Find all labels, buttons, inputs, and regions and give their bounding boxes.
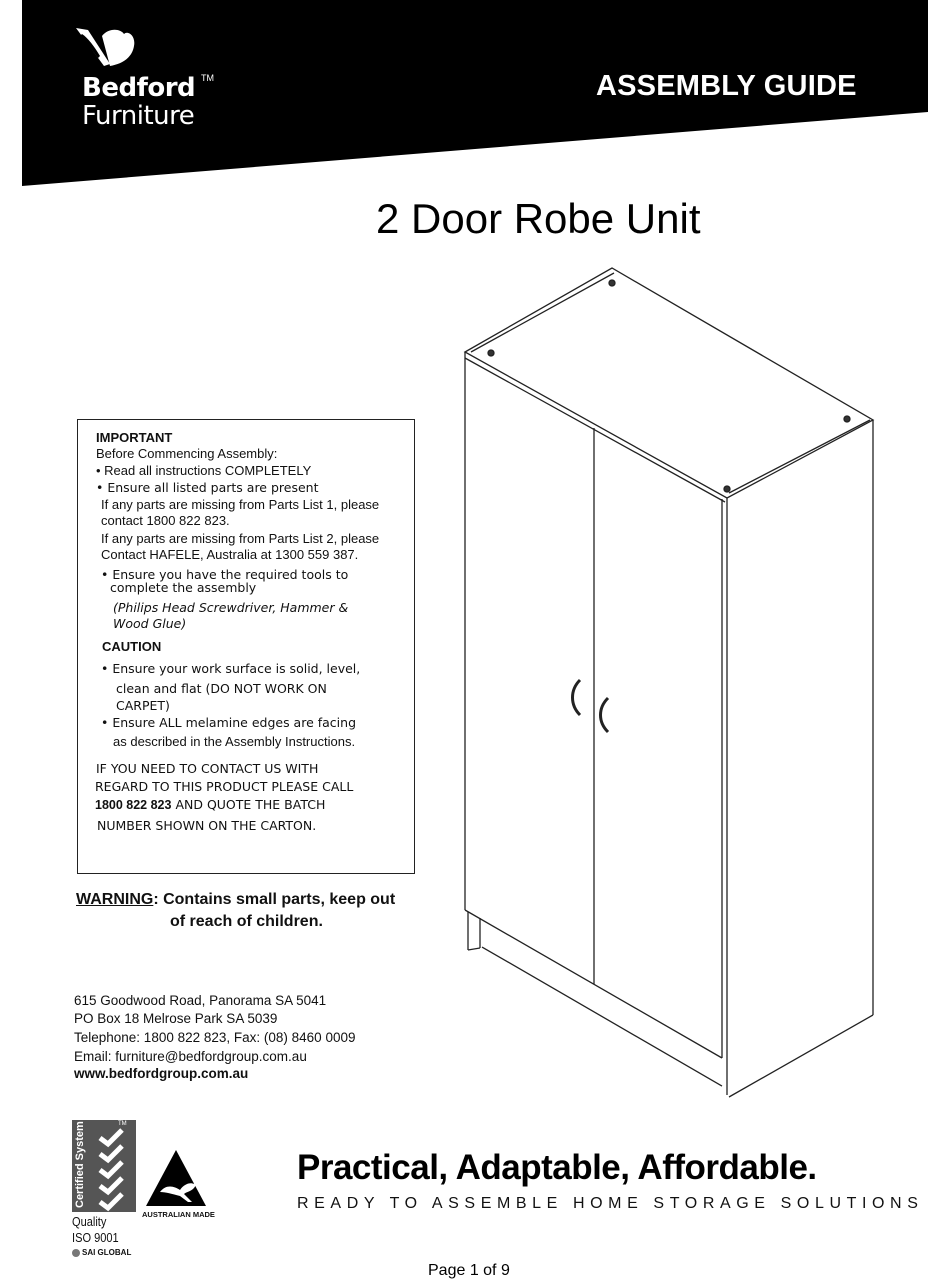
bullet-parts-present: • Ensure all listed parts are present xyxy=(96,480,319,495)
certified-system-text: Certified System xyxy=(74,1121,86,1208)
sai-global-text: SAI GLOBAL xyxy=(82,1248,132,1257)
trademark-symbol: TM xyxy=(201,73,214,83)
important-heading: IMPORTANT xyxy=(96,430,173,445)
warning-text-line1: : Contains small parts, keep out xyxy=(153,891,396,908)
contact-line3-rest: AND QUOTE THE BATCH xyxy=(171,797,326,812)
address-email[interactable]: Email: furniture@bedfordgroup.com.au xyxy=(74,1049,307,1064)
sub-tagline: READY TO ASSEMBLE HOME STORAGE SOLUTIONS xyxy=(297,1195,924,1212)
parts-list1-line1: If any parts are missing from Parts List… xyxy=(101,497,380,512)
caution-2-line2: as described in the Assembly Instruction… xyxy=(113,734,356,749)
contact-line3: 1800 822 823 AND QUOTE THE BATCH xyxy=(95,797,325,813)
parts-list2-line2: Contact HAFELE, Australia at 1300 559 38… xyxy=(101,547,359,562)
address-po-box: PO Box 18 Melrose Park SA 5039 xyxy=(74,1011,278,1026)
page-number: Page 1 of 9 xyxy=(428,1262,510,1279)
checkmarks-icon xyxy=(98,1128,124,1212)
contact-line2: REGARD TO THIS PRODUCT PLEASE CALL xyxy=(95,779,354,794)
parts-list1-line2: contact 1800 822 823. xyxy=(101,513,230,528)
certified-system-logo: Certified System TM xyxy=(72,1120,136,1212)
important-intro: Before Commencing Assembly: xyxy=(96,446,278,461)
quality-label: Quality xyxy=(72,1214,107,1229)
iso-label: ISO 9001 xyxy=(72,1230,119,1245)
globe-icon xyxy=(72,1248,80,1257)
caution-1-line1: • Ensure your work surface is solid, lev… xyxy=(101,661,361,676)
warning-text-line2: of reach of children. xyxy=(170,913,323,930)
tools-line2: complete the assembly xyxy=(110,580,257,595)
tools-line1: • Ensure you have the required tools to xyxy=(101,567,349,582)
brand-name-furniture: Furniture xyxy=(82,101,195,131)
address-street: 615 Goodwood Road, Panorama SA 5041 xyxy=(74,993,327,1008)
contact-phone: 1800 822 823 xyxy=(95,798,172,812)
warning-notice: WARNING: Contains small parts, keep out … xyxy=(76,889,395,933)
contact-line1: IF YOU NEED TO CONTACT US WITH xyxy=(96,761,319,776)
caution-1-line3: CARPET) xyxy=(116,698,170,713)
caution-heading: CAUTION xyxy=(102,639,162,654)
warning-label: WARNING xyxy=(76,891,154,908)
australian-made-logo: AUSTRALIAN MADE xyxy=(142,1148,222,1220)
brand-name-bedford: Bedford xyxy=(82,73,196,103)
kangaroo-triangle-icon xyxy=(146,1150,206,1206)
caution-1-line2: clean and flat (DO NOT WORK ON xyxy=(116,681,327,696)
header-band xyxy=(22,0,928,186)
contact-line4: NUMBER SHOWN ON THE CARTON. xyxy=(97,818,317,833)
cert-tm: TM xyxy=(118,1121,127,1127)
product-title: 2 Door Robe Unit xyxy=(376,195,701,242)
assembly-guide-heading: ASSEMBLY GUIDE xyxy=(596,70,857,102)
tagline: Practical, Adaptable, Affordable. xyxy=(297,1148,817,1187)
parts-list2-line1: If any parts are missing from Parts List… xyxy=(101,531,380,546)
sai-global-logo: SAI GLOBAL xyxy=(72,1248,131,1257)
tools-list-line2: Wood Glue) xyxy=(113,616,187,631)
bedford-butterfly-logo-icon xyxy=(76,28,135,66)
website-link[interactable]: www.bedfordgroup.com.au xyxy=(74,1066,249,1081)
bullet-read-instructions: • Read all instructions COMPLETELY xyxy=(96,463,312,478)
warning-line1: WARNING: Contains small parts, keep out xyxy=(76,889,395,911)
important-notice-box: IMPORTANT Before Commencing Assembly: • … xyxy=(77,419,415,874)
robe-unit-illustration xyxy=(463,267,875,1098)
address-phone-fax: Telephone: 1800 822 823, Fax: (08) 8460 … xyxy=(74,1030,356,1045)
australian-made-text: AUSTRALIAN MADE xyxy=(142,1210,215,1219)
tools-list-line1: (Philips Head Screwdriver, Hammer & xyxy=(113,600,349,615)
caution-2-line1: • Ensure ALL melamine edges are facing xyxy=(101,715,357,730)
